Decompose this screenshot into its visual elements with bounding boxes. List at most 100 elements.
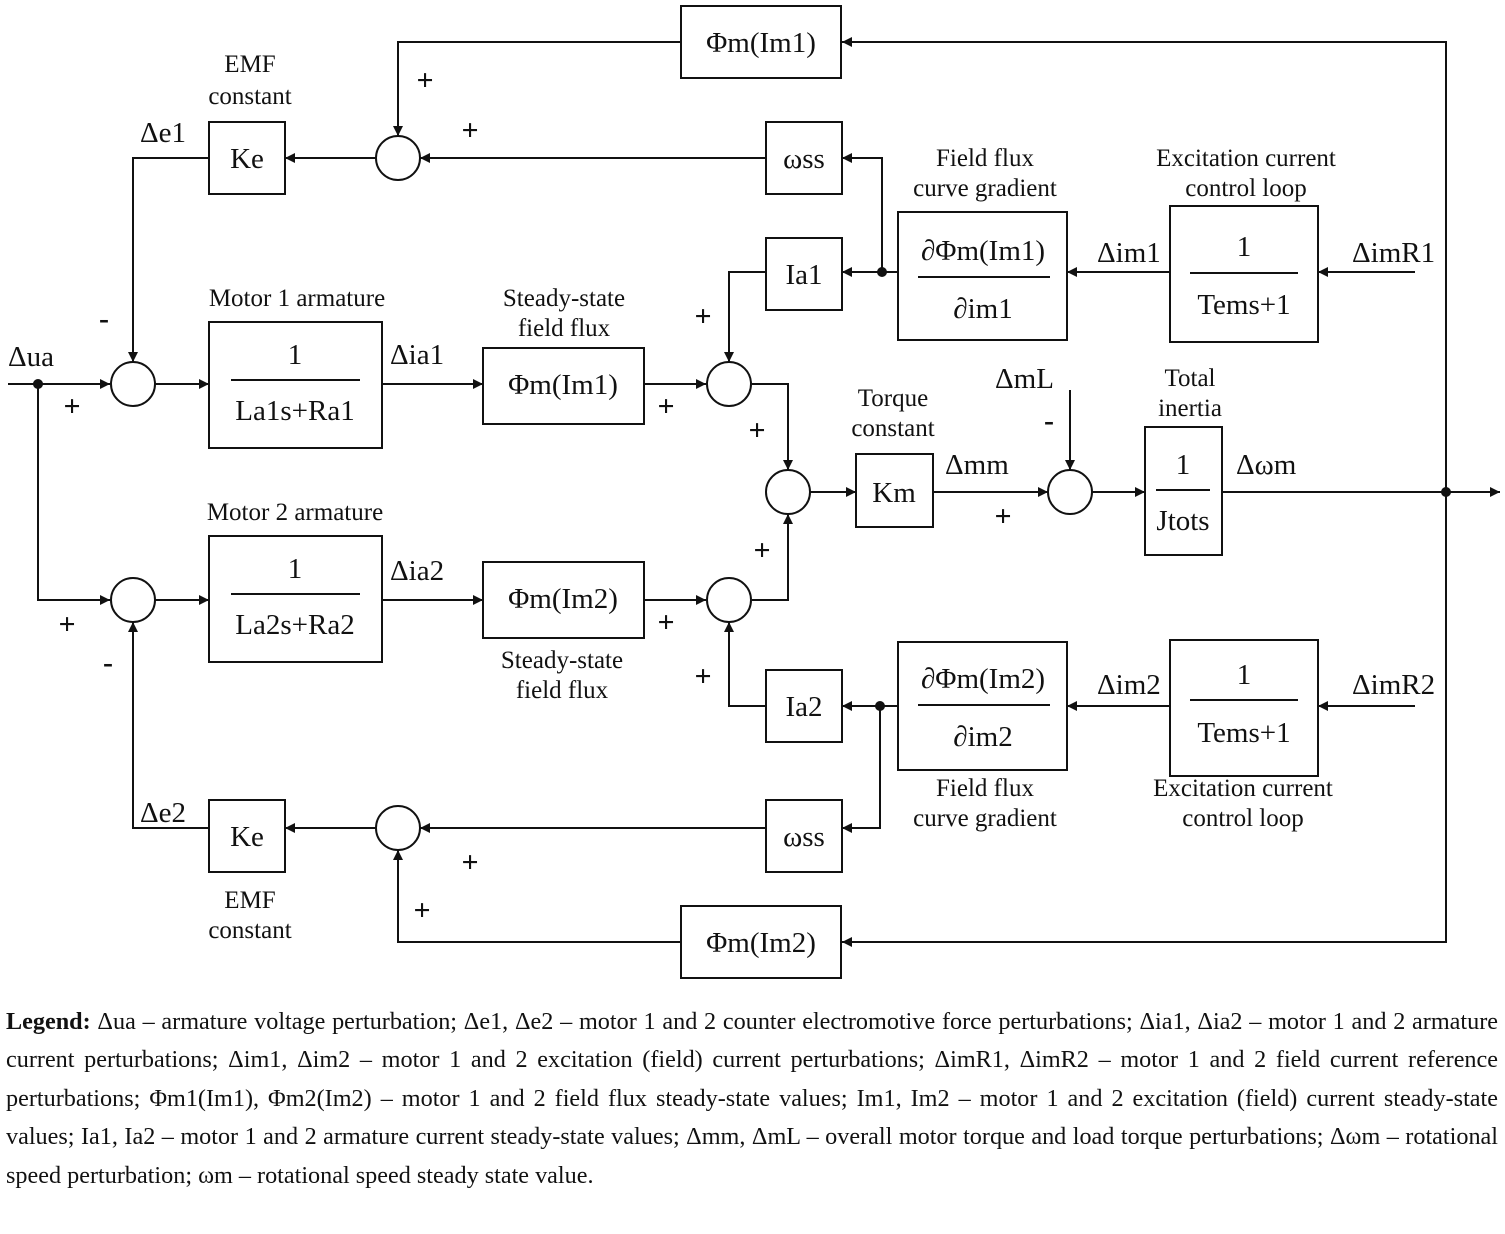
wire-ke2-sum2 — [128, 622, 209, 829]
junction-input — [33, 379, 43, 389]
text-motor1-den: La1s+Ra1 — [235, 395, 354, 427]
text-grad2-den: ∂im2 — [953, 721, 1012, 753]
block-ke-bottom — [208, 799, 286, 873]
legend-heading: Legend: — [6, 1008, 91, 1035]
caption-inertia-1: Total — [1164, 365, 1215, 392]
block-excitation-loop-2 — [1169, 639, 1319, 777]
legend: Legend: Δua – armature voltage perturbat… — [6, 1003, 1498, 1195]
caption-ss-flux-bottom-1: Steady-state — [501, 647, 623, 674]
sign-sum2-input: + — [58, 608, 75, 641]
block-omega-ss-bottom — [765, 799, 843, 873]
signal-labels: Δua Δe1 Δe2 Δia1 Δia2 Δim1 Δim2 ΔimR1 Δi… — [8, 117, 1435, 829]
text-motor2-den: La2s+Ra2 — [235, 609, 354, 641]
block-phim2-feedback — [680, 905, 842, 979]
block-km — [855, 453, 934, 528]
sign-sum8-bottom: + — [413, 894, 430, 927]
label-de1: Δe1 — [140, 117, 186, 149]
text-km: Km — [872, 477, 916, 509]
text-phim2-feedback: Φm(Im2) — [706, 927, 816, 959]
sum-junction-7 — [375, 135, 421, 181]
text-omega-ss-bottom: ωss — [783, 821, 825, 853]
caption-exc-top-1: Excitation current — [1156, 145, 1336, 172]
text-ke-top: Ke — [230, 143, 264, 175]
wire-grad2-wss2 — [842, 706, 881, 833]
sign-sum7-right: + — [461, 114, 478, 147]
block-phim1-feedback — [680, 5, 842, 79]
caption-torque-2: constant — [851, 415, 934, 442]
wire-input-branch — [37, 384, 110, 605]
signal-wires — [8, 37, 1500, 947]
wire-sum3-sum5 — [752, 383, 793, 470]
label-dimr2: ΔimR2 — [1352, 669, 1435, 701]
caption-grad-top-1: Field flux — [936, 145, 1034, 172]
wire-ke1-sum1 — [128, 157, 209, 362]
text-flux2-ss: Φm(Im2) — [508, 583, 618, 615]
label-dim2: Δim2 — [1097, 669, 1161, 701]
fraction-bars — [231, 272, 1298, 706]
sum-junction-6 — [1047, 469, 1093, 515]
block-flux2-ss — [482, 561, 645, 639]
legend-text: Δua – armature voltage perturbation; Δe1… — [6, 1008, 1499, 1189]
caption-grad-bottom-2: curve gradient — [913, 805, 1057, 832]
sum-signs: + - + - + + + + + + + - + + + + — [58, 64, 1054, 927]
sign-sum3-flux: + — [657, 390, 674, 423]
block-captions: EMF constant EMF constant Motor 1 armatu… — [207, 51, 1336, 944]
sign-sum5-bottom: + — [753, 534, 770, 567]
text-exc2-num: 1 — [1237, 659, 1252, 691]
label-domega: Δωm — [1236, 449, 1297, 481]
caption-ss-flux-bottom-2: field flux — [516, 677, 609, 704]
sign-sum1-input: + — [63, 390, 80, 423]
caption-emf-bottom-1: EMF — [224, 887, 275, 914]
block-text: Φm(Im1) Φm(Im2) Ke Ke ωss ωss Ia1 Ia2 Km… — [230, 27, 1291, 959]
caption-exc-bottom-1: Excitation current — [1153, 775, 1333, 802]
wire-grad1-wss1 — [842, 153, 883, 272]
junction-grad2 — [875, 701, 885, 711]
caption-inertia-2: inertia — [1158, 395, 1222, 422]
summing-junctions — [110, 135, 1093, 851]
junction-grad1 — [877, 267, 887, 277]
block-motor1-armature — [208, 321, 383, 449]
block-motor2-armature — [208, 535, 383, 663]
caption-emf-bottom-2: constant — [208, 917, 291, 944]
label-dml: ΔmL — [995, 363, 1054, 395]
wire-feedback-top — [842, 37, 1447, 492]
text-motor1-num: 1 — [288, 339, 303, 371]
text-ia1: Ia1 — [785, 259, 822, 291]
caption-exc-bottom-2: control loop — [1182, 805, 1304, 832]
label-dimr1: ΔimR1 — [1352, 237, 1435, 269]
block-diagram: Φm(Im1) Φm(Im2) Ke Ke ωss ωss Ia1 Ia2 Km… — [8, 5, 1500, 979]
sign-sum6-load: - — [1044, 404, 1054, 437]
label-dia1: Δia1 — [390, 339, 444, 371]
sign-sum8-right: + — [461, 846, 478, 879]
text-exc2-den: Tems+1 — [1197, 717, 1290, 749]
text-inertia-num: 1 — [1176, 449, 1191, 481]
block-flux1-ss — [482, 347, 645, 425]
sign-sum6-motor: + — [994, 500, 1011, 533]
caption-emf-top-1: EMF — [224, 51, 275, 78]
text-omega-ss-top: ωss — [783, 143, 825, 175]
blocks — [208, 5, 1319, 979]
junction-output — [1441, 487, 1451, 497]
sign-sum5-top: + — [748, 414, 765, 447]
sign-sum4-flux: + — [657, 606, 674, 639]
label-dia2: Δia2 — [390, 555, 444, 587]
sum-junction-3 — [706, 361, 752, 407]
sign-sum3-field: + — [694, 300, 711, 333]
sign-sum1-feedback: - — [99, 302, 109, 335]
label-dim1: Δim1 — [1097, 237, 1161, 269]
wire-ia2-sum4 — [724, 622, 766, 707]
block-omega-ss-top — [765, 121, 843, 195]
wire-sum4-sum5 — [752, 514, 793, 601]
block-ia2 — [765, 669, 843, 743]
caption-ss-flux-top-2: field flux — [518, 315, 611, 342]
caption-ss-flux-top-1: Steady-state — [503, 285, 625, 312]
wire-feedback-bottom — [842, 492, 1447, 947]
block-ke-top — [208, 121, 286, 195]
text-phim1-feedback: Φm(Im1) — [706, 27, 816, 59]
text-ia2: Ia2 — [785, 691, 822, 723]
caption-grad-top-2: curve gradient — [913, 175, 1057, 202]
wire-phim2-sum8 — [393, 850, 681, 943]
text-inertia-den: Jtots — [1156, 505, 1209, 537]
text-ke-bottom: Ke — [230, 821, 264, 853]
